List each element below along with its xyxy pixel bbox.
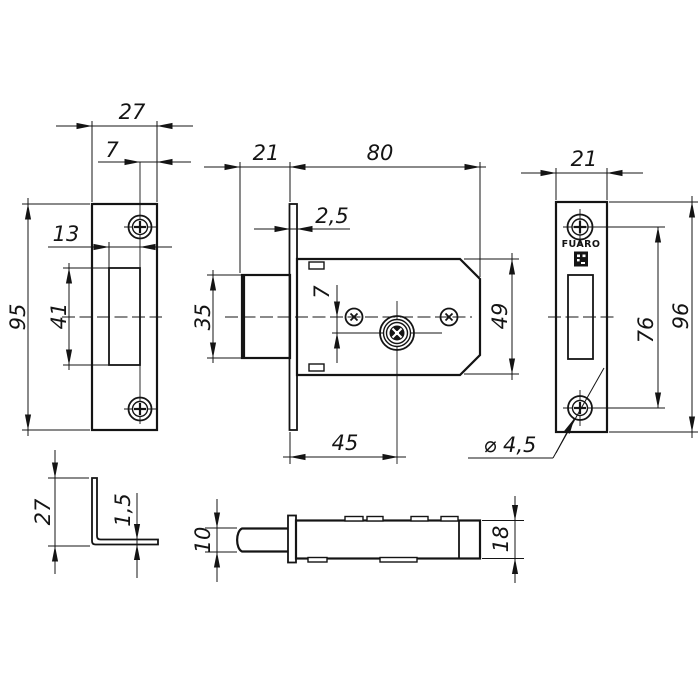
dim-bolt-width: 10	[191, 527, 215, 554]
dim-spindle-offset: 7	[310, 285, 334, 299]
dim-body-height: 49	[488, 303, 512, 330]
faceplate-outline	[554, 200, 609, 434]
dim-bracket-thickness: 1,5	[111, 493, 135, 526]
lock-body-side-view: 21 80 2,5 35 7 49 45	[191, 141, 519, 464]
dim-bolt-length: 21	[253, 141, 280, 165]
dim-hole-spacing: 76	[634, 317, 658, 344]
dim-strike-height: 95	[6, 304, 30, 331]
dim-faceplate-width: 21	[571, 147, 598, 171]
strike-screw-hole-top	[124, 214, 158, 240]
deadbolt-top	[236, 527, 288, 553]
faceplate-hole-top	[563, 209, 665, 246]
dim-body-length: 80	[367, 141, 394, 165]
lock-case-top	[294, 519, 482, 560]
dim-hole-diameter: ⌀ 4,5	[484, 433, 537, 457]
hole-diameter-callout: ⌀ 4,5	[468, 367, 605, 459]
faceplate-top-section	[287, 514, 297, 564]
dim-faceplate-height: 96	[669, 303, 693, 330]
lock-case-outline	[295, 257, 482, 377]
brand-logo-mark	[574, 251, 588, 267]
spindle-boss	[332, 301, 442, 464]
dim-strike-hole-to-edge: 7	[105, 138, 119, 162]
dim-strike-cutout-offset: 13	[53, 222, 80, 246]
bracket-outline	[91, 477, 159, 546]
dim-strike-width: 27	[119, 100, 146, 124]
dim-bolt-height: 35	[191, 304, 215, 331]
faceplate-hole-bottom	[563, 390, 665, 426]
faceplate-front-view: FUARO 21 76	[468, 147, 698, 459]
strike-plate-front-view: 27 7 13 41 95	[6, 100, 193, 436]
angle-bracket-side-view: 27 1,5	[31, 450, 159, 578]
strike-screw-hole-bottom	[124, 396, 158, 422]
dim-strike-cutout-height: 41	[47, 303, 71, 330]
brand-logo-text: FUARO	[562, 239, 601, 250]
dim-bracket-height: 27	[31, 498, 55, 525]
lock-body-top-view: 10 18	[191, 496, 524, 583]
dim-backset: 45	[332, 431, 359, 455]
dim-case-width: 18	[489, 526, 513, 553]
dim-faceplate-thickness: 2,5	[315, 204, 348, 228]
